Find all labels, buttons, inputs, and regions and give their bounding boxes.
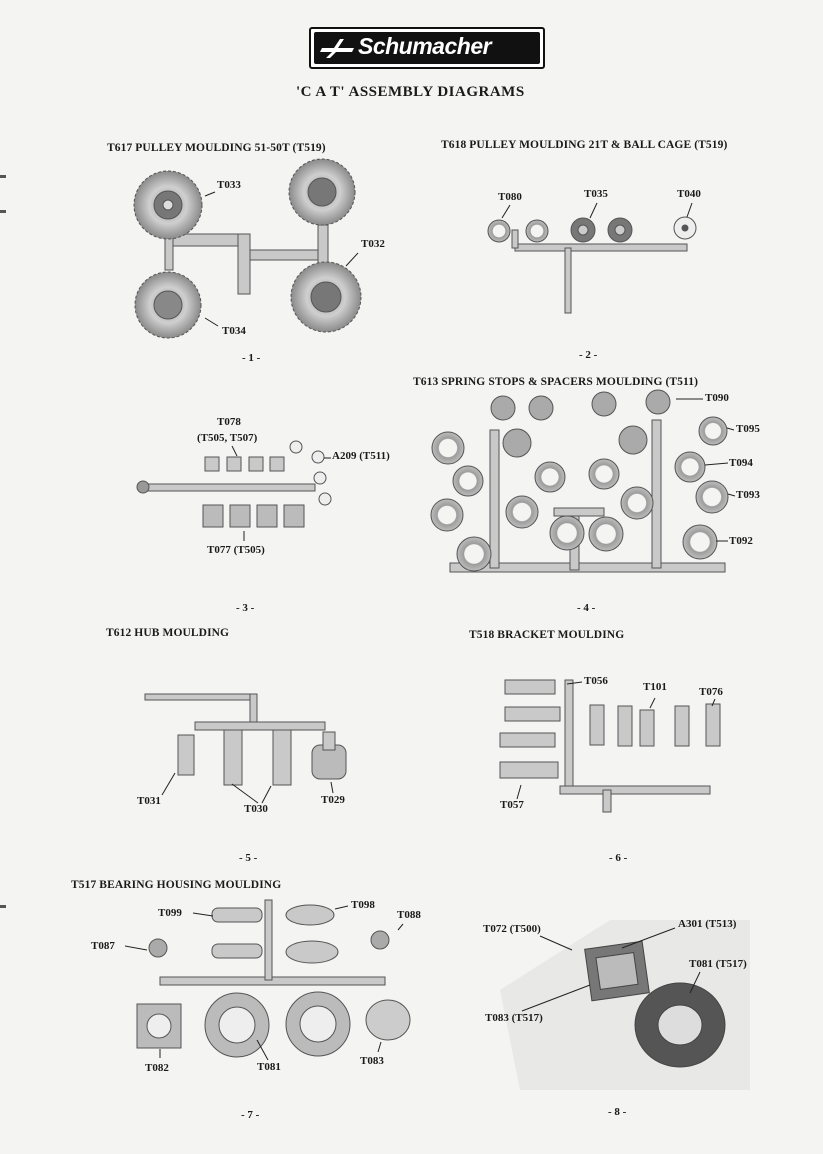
part-label: T101 bbox=[643, 681, 667, 693]
diagram-heading-5: T612 HUB MOULDING bbox=[106, 627, 230, 639]
part-label: (T505, T507) bbox=[197, 432, 258, 444]
part-label: T092 bbox=[729, 535, 753, 547]
diagram-number-7: - 7 - bbox=[241, 1109, 260, 1121]
diagram-number-6: - 6 - bbox=[609, 852, 628, 864]
diagram-number-2: - 2 - bbox=[579, 349, 598, 361]
page-title: 'C A T' ASSEMBLY DIAGRAMS bbox=[296, 84, 525, 100]
diagram-heading-1: T617 PULLEY MOULDING 51-50T (T519) bbox=[107, 142, 326, 154]
part-label: T081 bbox=[257, 1061, 281, 1073]
part-label: T098 bbox=[351, 899, 375, 911]
part-label: T095 bbox=[736, 423, 760, 435]
part-label: T033 bbox=[217, 179, 241, 191]
part-label: T081 (T517) bbox=[689, 958, 747, 970]
part-label: T083 (T517) bbox=[485, 1012, 543, 1024]
diagram-heading-2: T618 PULLEY MOULDING 21T & BALL CAGE (T5… bbox=[441, 139, 728, 151]
small-pulley-sprue-illustration bbox=[487, 216, 697, 314]
diagram-number-3: - 3 - bbox=[236, 602, 255, 614]
part-label: A209 (T511) bbox=[332, 450, 390, 462]
binder-mark bbox=[0, 175, 6, 178]
part-label: T087 bbox=[91, 940, 115, 952]
spacer-sprue-illustration bbox=[136, 440, 332, 528]
diagram-number-4: - 4 - bbox=[577, 602, 596, 614]
binder-mark bbox=[0, 210, 6, 213]
part-label: T076 bbox=[699, 686, 723, 698]
part-label: A301 (T513) bbox=[678, 918, 737, 930]
part-label: T035 bbox=[584, 188, 608, 200]
logo-arrow-icon bbox=[320, 39, 354, 58]
part-label: T072 (T500) bbox=[483, 923, 541, 935]
part-label: T031 bbox=[137, 795, 161, 807]
brand-name: Schumacher bbox=[358, 33, 492, 59]
part-label: T034 bbox=[222, 325, 246, 337]
spring-stop-sprue-illustration bbox=[430, 389, 729, 573]
part-label: T056 bbox=[584, 675, 608, 687]
part-label: T099 bbox=[158, 907, 182, 919]
diagram-heading-7: T517 BEARING HOUSING MOULDING bbox=[71, 879, 282, 891]
part-label: T078 bbox=[217, 416, 241, 428]
part-label: T029 bbox=[321, 794, 345, 806]
part-label: T057 bbox=[500, 799, 524, 811]
bracket-sprue-illustration bbox=[499, 679, 721, 813]
pulley-sprue-illustration bbox=[133, 158, 362, 339]
diagram-number-8: - 8 - bbox=[608, 1106, 627, 1118]
part-label: T083 bbox=[360, 1055, 384, 1067]
binder-mark bbox=[0, 905, 6, 908]
diagram-number-1: - 1 - bbox=[242, 352, 261, 364]
assembled-housing-photo bbox=[500, 920, 750, 1090]
diagram-heading-4: T613 SPRING STOPS & SPACERS MOULDING (T5… bbox=[413, 376, 699, 388]
diagram-heading-6: T518 BRACKET MOULDING bbox=[469, 629, 625, 641]
part-label: T030 bbox=[244, 803, 268, 815]
bearing-housing-sprue-illustration bbox=[136, 899, 411, 1058]
part-label: T094 bbox=[729, 457, 753, 469]
diagram-number-5: - 5 - bbox=[239, 852, 258, 864]
part-label: T032 bbox=[361, 238, 385, 250]
brand-logo: Schumacher bbox=[309, 27, 545, 69]
part-label: T040 bbox=[677, 188, 701, 200]
part-label: T090 bbox=[705, 392, 729, 404]
part-label: T077 (T505) bbox=[207, 544, 265, 556]
hub-sprue-illustration bbox=[144, 693, 347, 786]
part-label: T093 bbox=[736, 489, 760, 501]
part-label: T082 bbox=[145, 1062, 169, 1074]
part-label: T080 bbox=[498, 191, 522, 203]
part-label: T088 bbox=[397, 909, 421, 921]
